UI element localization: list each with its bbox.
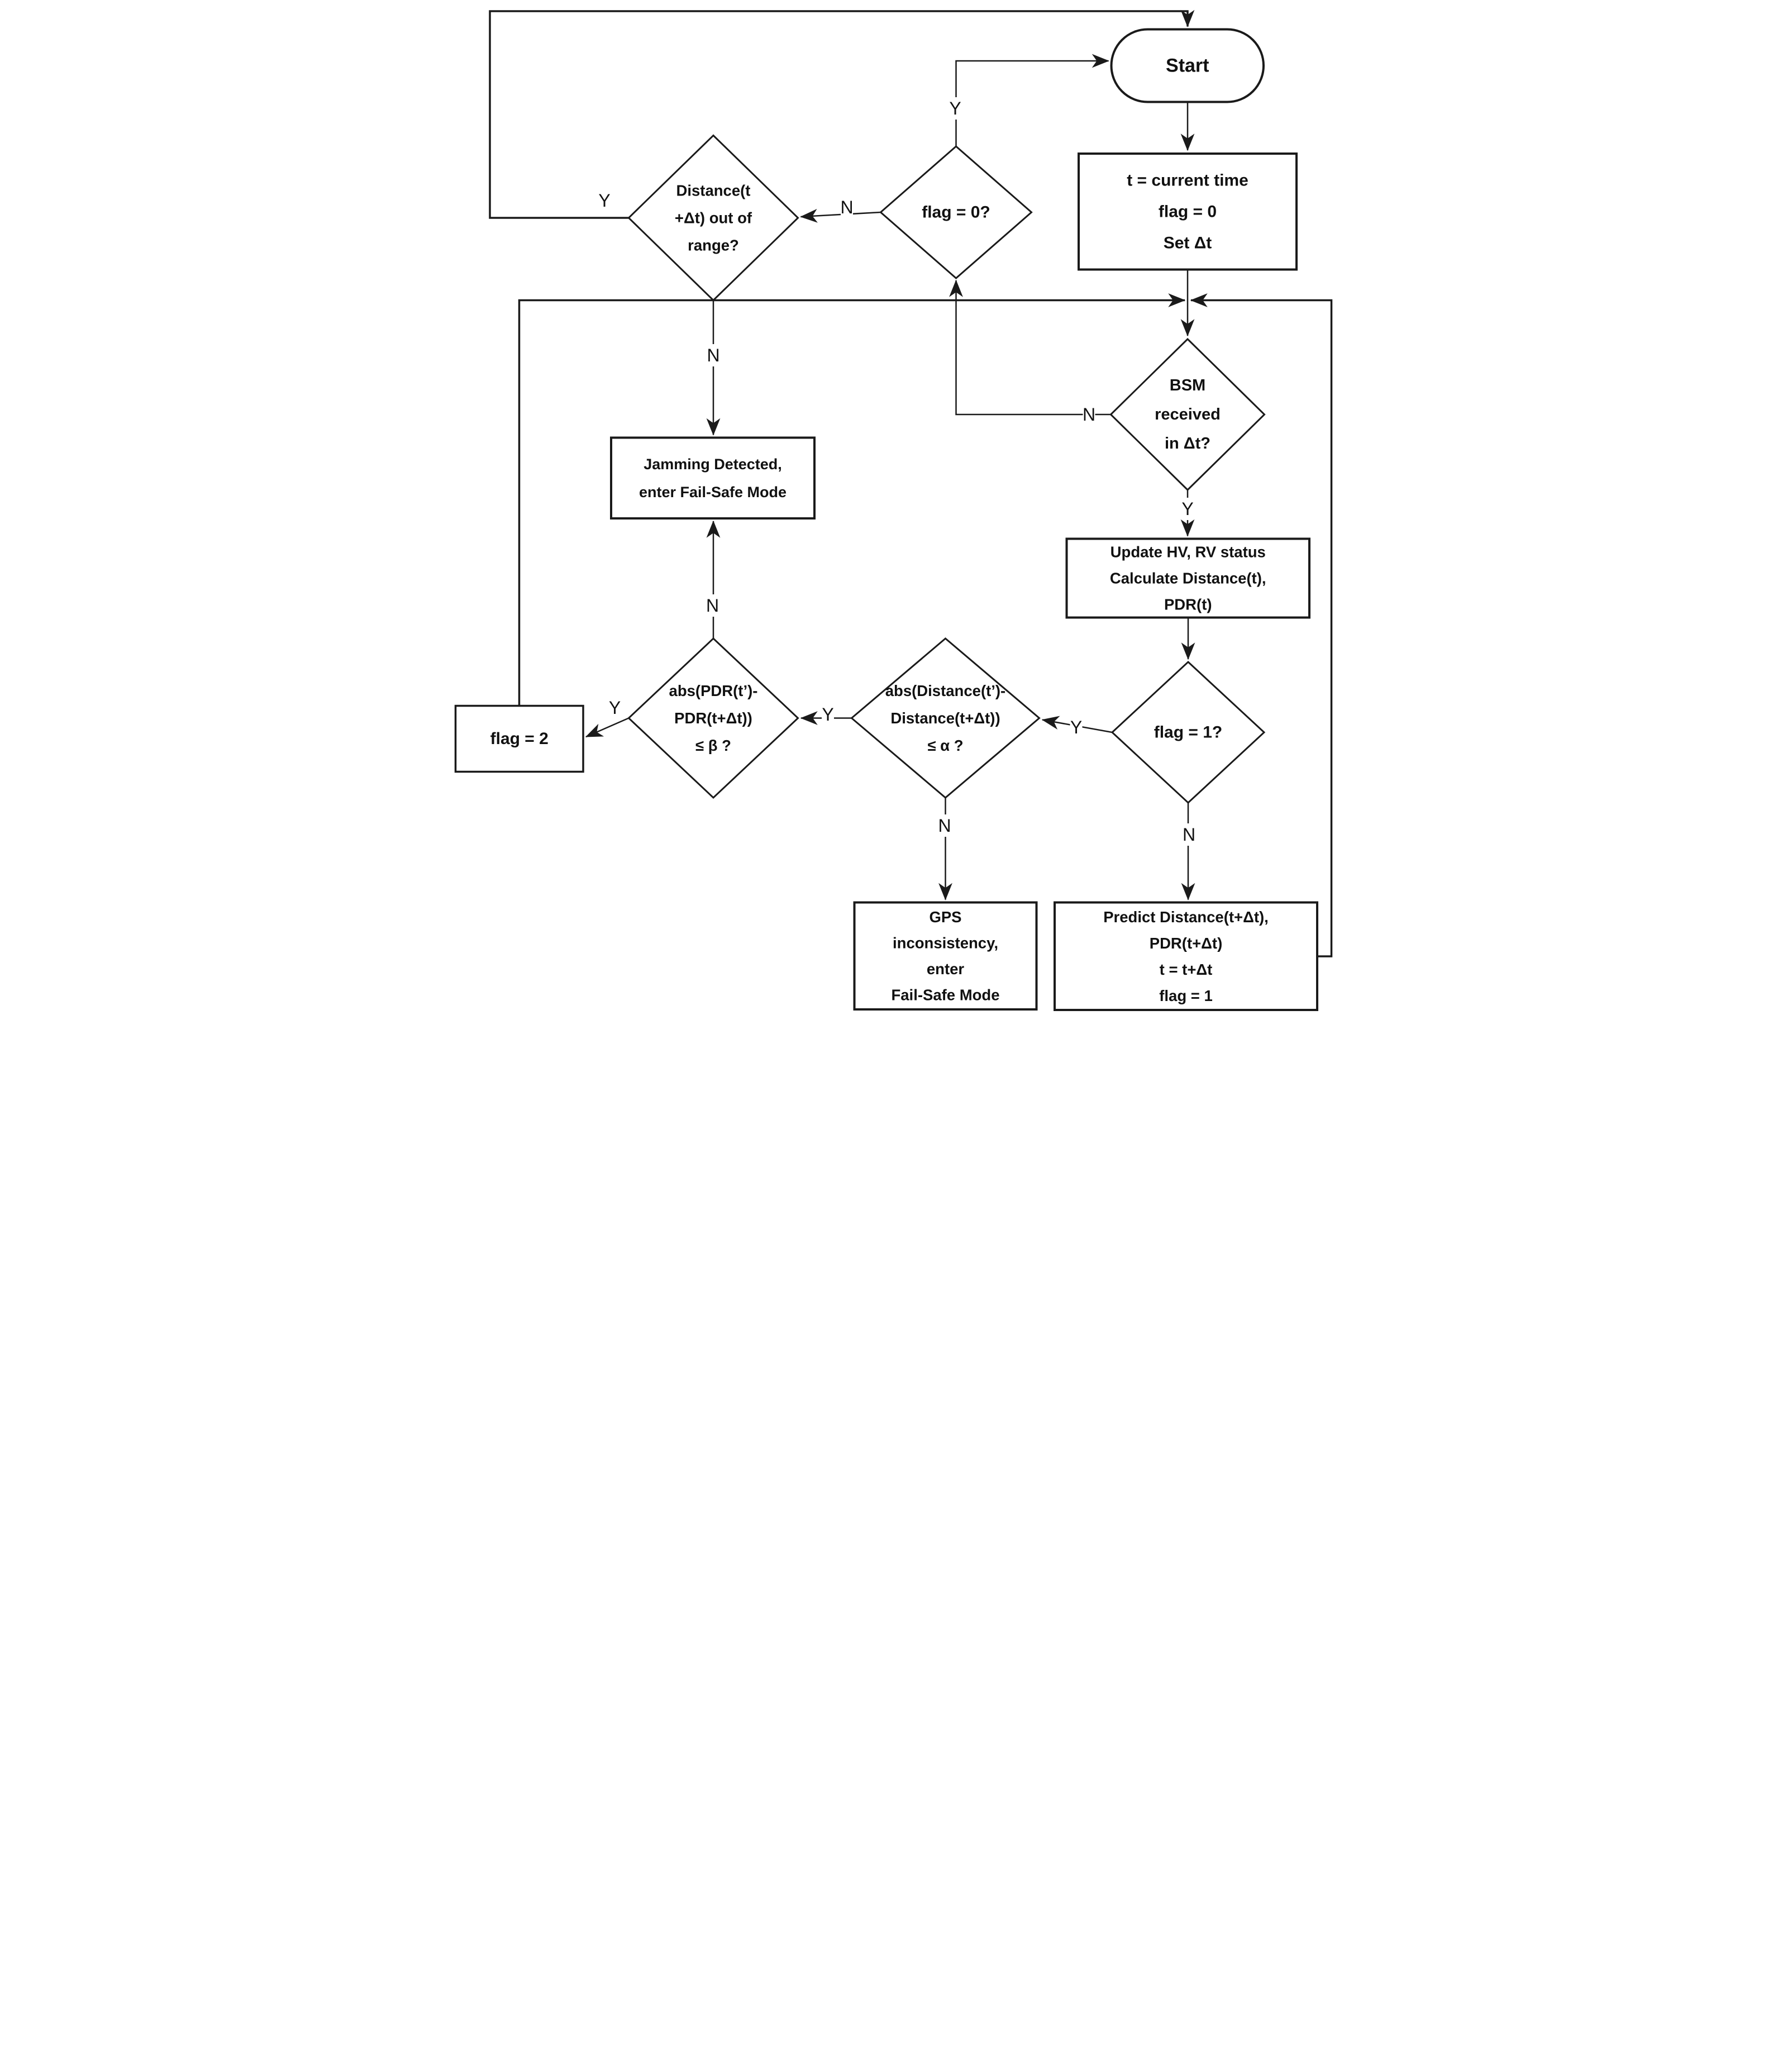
jamming-detected-box: Jamming Detected, enter Fail-Safe Mode <box>610 436 816 520</box>
bsm-received-decision-label-line: BSM <box>1170 377 1205 394</box>
flag0-decision-label-line: flag = 0? <box>922 203 990 222</box>
distance-range-decision-label-line: Distance(t <box>676 182 751 199</box>
edge-beta-yes-to-flag2 <box>585 717 630 738</box>
edge-flag0-yes-to-start <box>955 54 1109 146</box>
flag0-decision-shape <box>879 145 1033 279</box>
distance-range-decision-label-line: range? <box>688 237 739 254</box>
edge-beta-yes-to-flag2-label: Y <box>609 698 621 718</box>
jamming-detected-box-label-line: enter Fail-Safe Mode <box>639 484 787 501</box>
flag0-decision: flag = 0? <box>879 145 1033 279</box>
gps-inconsistency-box-label-line: enter <box>927 960 965 978</box>
start-terminator: Start <box>1110 28 1265 103</box>
edge-distance-yes-loop-to-start <box>489 9 1195 219</box>
bsm-received-decision: BSM received in Δt? <box>1109 337 1266 492</box>
predict-box-label-line: flag = 1 <box>1159 987 1213 1004</box>
distance-range-decision-label-line: +Δt) out of <box>675 209 752 227</box>
branch-labels-layer: Y N N Y Y N N Y N Y N Y <box>598 97 1195 846</box>
nodes-layer: Start t = current time flag = 0 Set Δt BSM re… <box>454 28 1318 1011</box>
distance-range-decision: Distance(t +Δt) out of range? <box>627 134 799 302</box>
flowchart-svg: Start t = current time flag = 0 Set Δt BSM re… <box>448 0 1344 1027</box>
distance-consistency-decision: abs(Distance(t’)- Distance(t+Δt)) ≤ α ? <box>850 637 1041 799</box>
edge-flag1-yes-to-alpha-label: Y <box>1070 717 1082 737</box>
edge-alpha-no-to-gps-label: N <box>938 816 951 836</box>
edge-flag0-yes-to-start-label: Y <box>949 98 961 118</box>
edge-bsm-yes-to-update-label: Y <box>1181 499 1193 519</box>
edge-bsm-no-to-flag0-label: N <box>1083 404 1095 425</box>
gps-inconsistency-box-shape <box>853 901 1038 1011</box>
distance-consistency-decision-label-line: ≤ α ? <box>927 737 963 754</box>
pdr-consistency-decision-label-line: ≤ β ? <box>695 737 731 754</box>
predict-box-label-line: PDR(t+Δt) <box>1150 935 1223 952</box>
start-terminator-label-line: Start <box>1166 55 1209 77</box>
pdr-consistency-decision-label-line: abs(PDR(t’)- <box>669 682 758 699</box>
flag2-box-label-line: flag = 2 <box>490 730 549 748</box>
edge-flag1-no-to-predict-label: N <box>1183 825 1195 845</box>
pdr-consistency-decision-shape <box>627 637 799 799</box>
init-box-label-line: flag = 0 <box>1159 202 1217 221</box>
edge-flag0-no-to-distance-label-halo <box>841 196 853 218</box>
edge-distance-yes-loop-to-start-label: Y <box>598 190 610 211</box>
edges-layer <box>489 9 1333 957</box>
edge-distance-no-to-jamming-label-halo <box>707 344 719 366</box>
predict-box-label-line: t = t+Δt <box>1160 961 1213 978</box>
edge-distance-yes-loop-to-start-label-halo <box>598 189 611 212</box>
jamming-detected-box-label-line: Jamming Detected, <box>644 456 782 473</box>
bsm-received-decision-label-line: received <box>1155 406 1221 423</box>
edge-beta-no-to-jamming-label-halo <box>706 594 719 617</box>
flag2-box-shape <box>454 704 584 773</box>
flag2-box: flag = 2 <box>454 704 584 773</box>
distance-consistency-decision-label-line: abs(Distance(t’)- <box>885 682 1005 699</box>
edge-beta-yes-to-flag2-label-halo <box>608 697 621 719</box>
edge-beta-no-to-jamming-label: N <box>706 595 719 616</box>
predict-box-label-line: Predict Distance(t+Δt), <box>1103 908 1269 926</box>
distance-consistency-decision-label-line: Distance(t+Δt)) <box>890 709 1000 727</box>
flag1-decision: flag = 1? <box>1111 660 1266 804</box>
edge-flag0-no-to-distance-label: N <box>840 197 853 217</box>
gps-inconsistency-box-label-line: Fail-Safe Mode <box>891 987 999 1004</box>
edge-alpha-yes-to-beta-label-halo <box>822 703 834 726</box>
edge-predict-loop-to-junction <box>1190 293 1333 957</box>
edge-flag1-no-to-predict-label-halo <box>1183 823 1195 846</box>
init-box-label-line: Set Δt <box>1164 233 1212 252</box>
edge-bsm-no-to-flag0-label-halo <box>1083 403 1095 426</box>
update-status-box-label-line: Calculate Distance(t), <box>1110 570 1266 587</box>
update-status-box-label-line: PDR(t) <box>1164 596 1212 613</box>
edge-bsm-yes-to-update-label-halo <box>1181 498 1194 520</box>
edge-flag1-yes-to-alpha-label-halo <box>1070 716 1083 738</box>
flag1-decision-label-line: flag = 1? <box>1154 723 1223 742</box>
jamming-detected-box-shape <box>610 436 816 520</box>
edge-alpha-yes-to-beta-label: Y <box>822 704 833 725</box>
predict-box: Predict Distance(t+Δt), PDR(t+Δt) t = t+Δt… <box>1054 901 1318 1011</box>
edge-distance-no-to-jamming-label: N <box>707 345 719 365</box>
edge-flag0-yes-to-start-label-halo <box>949 97 961 120</box>
init-box-label-line: t = current time <box>1127 171 1248 189</box>
bsm-received-decision-label-line: in Δt? <box>1165 435 1210 452</box>
edge-bsm-no-to-flag0 <box>949 279 1112 416</box>
pdr-consistency-decision: abs(PDR(t’)- PDR(t+Δt)) ≤ β ? <box>627 637 799 799</box>
flowchart-canvas: Start t = current time flag = 0 Set Δt BSM re… <box>448 0 1344 1027</box>
init-box: t = current time flag = 0 Set Δt <box>1078 152 1298 271</box>
edge-flag2-loop-to-junction <box>518 293 1186 706</box>
update-status-box-shape <box>1065 537 1310 619</box>
edge-alpha-no-to-gps-label-halo <box>938 814 951 837</box>
gps-inconsistency-box-label-line: GPS <box>929 908 961 926</box>
update-status-box-label-line: Update HV, RV status <box>1111 544 1266 561</box>
gps-inconsistency-box-label-line: inconsistency, <box>893 935 998 952</box>
pdr-consistency-decision-label-line: PDR(t+Δt)) <box>674 709 752 727</box>
